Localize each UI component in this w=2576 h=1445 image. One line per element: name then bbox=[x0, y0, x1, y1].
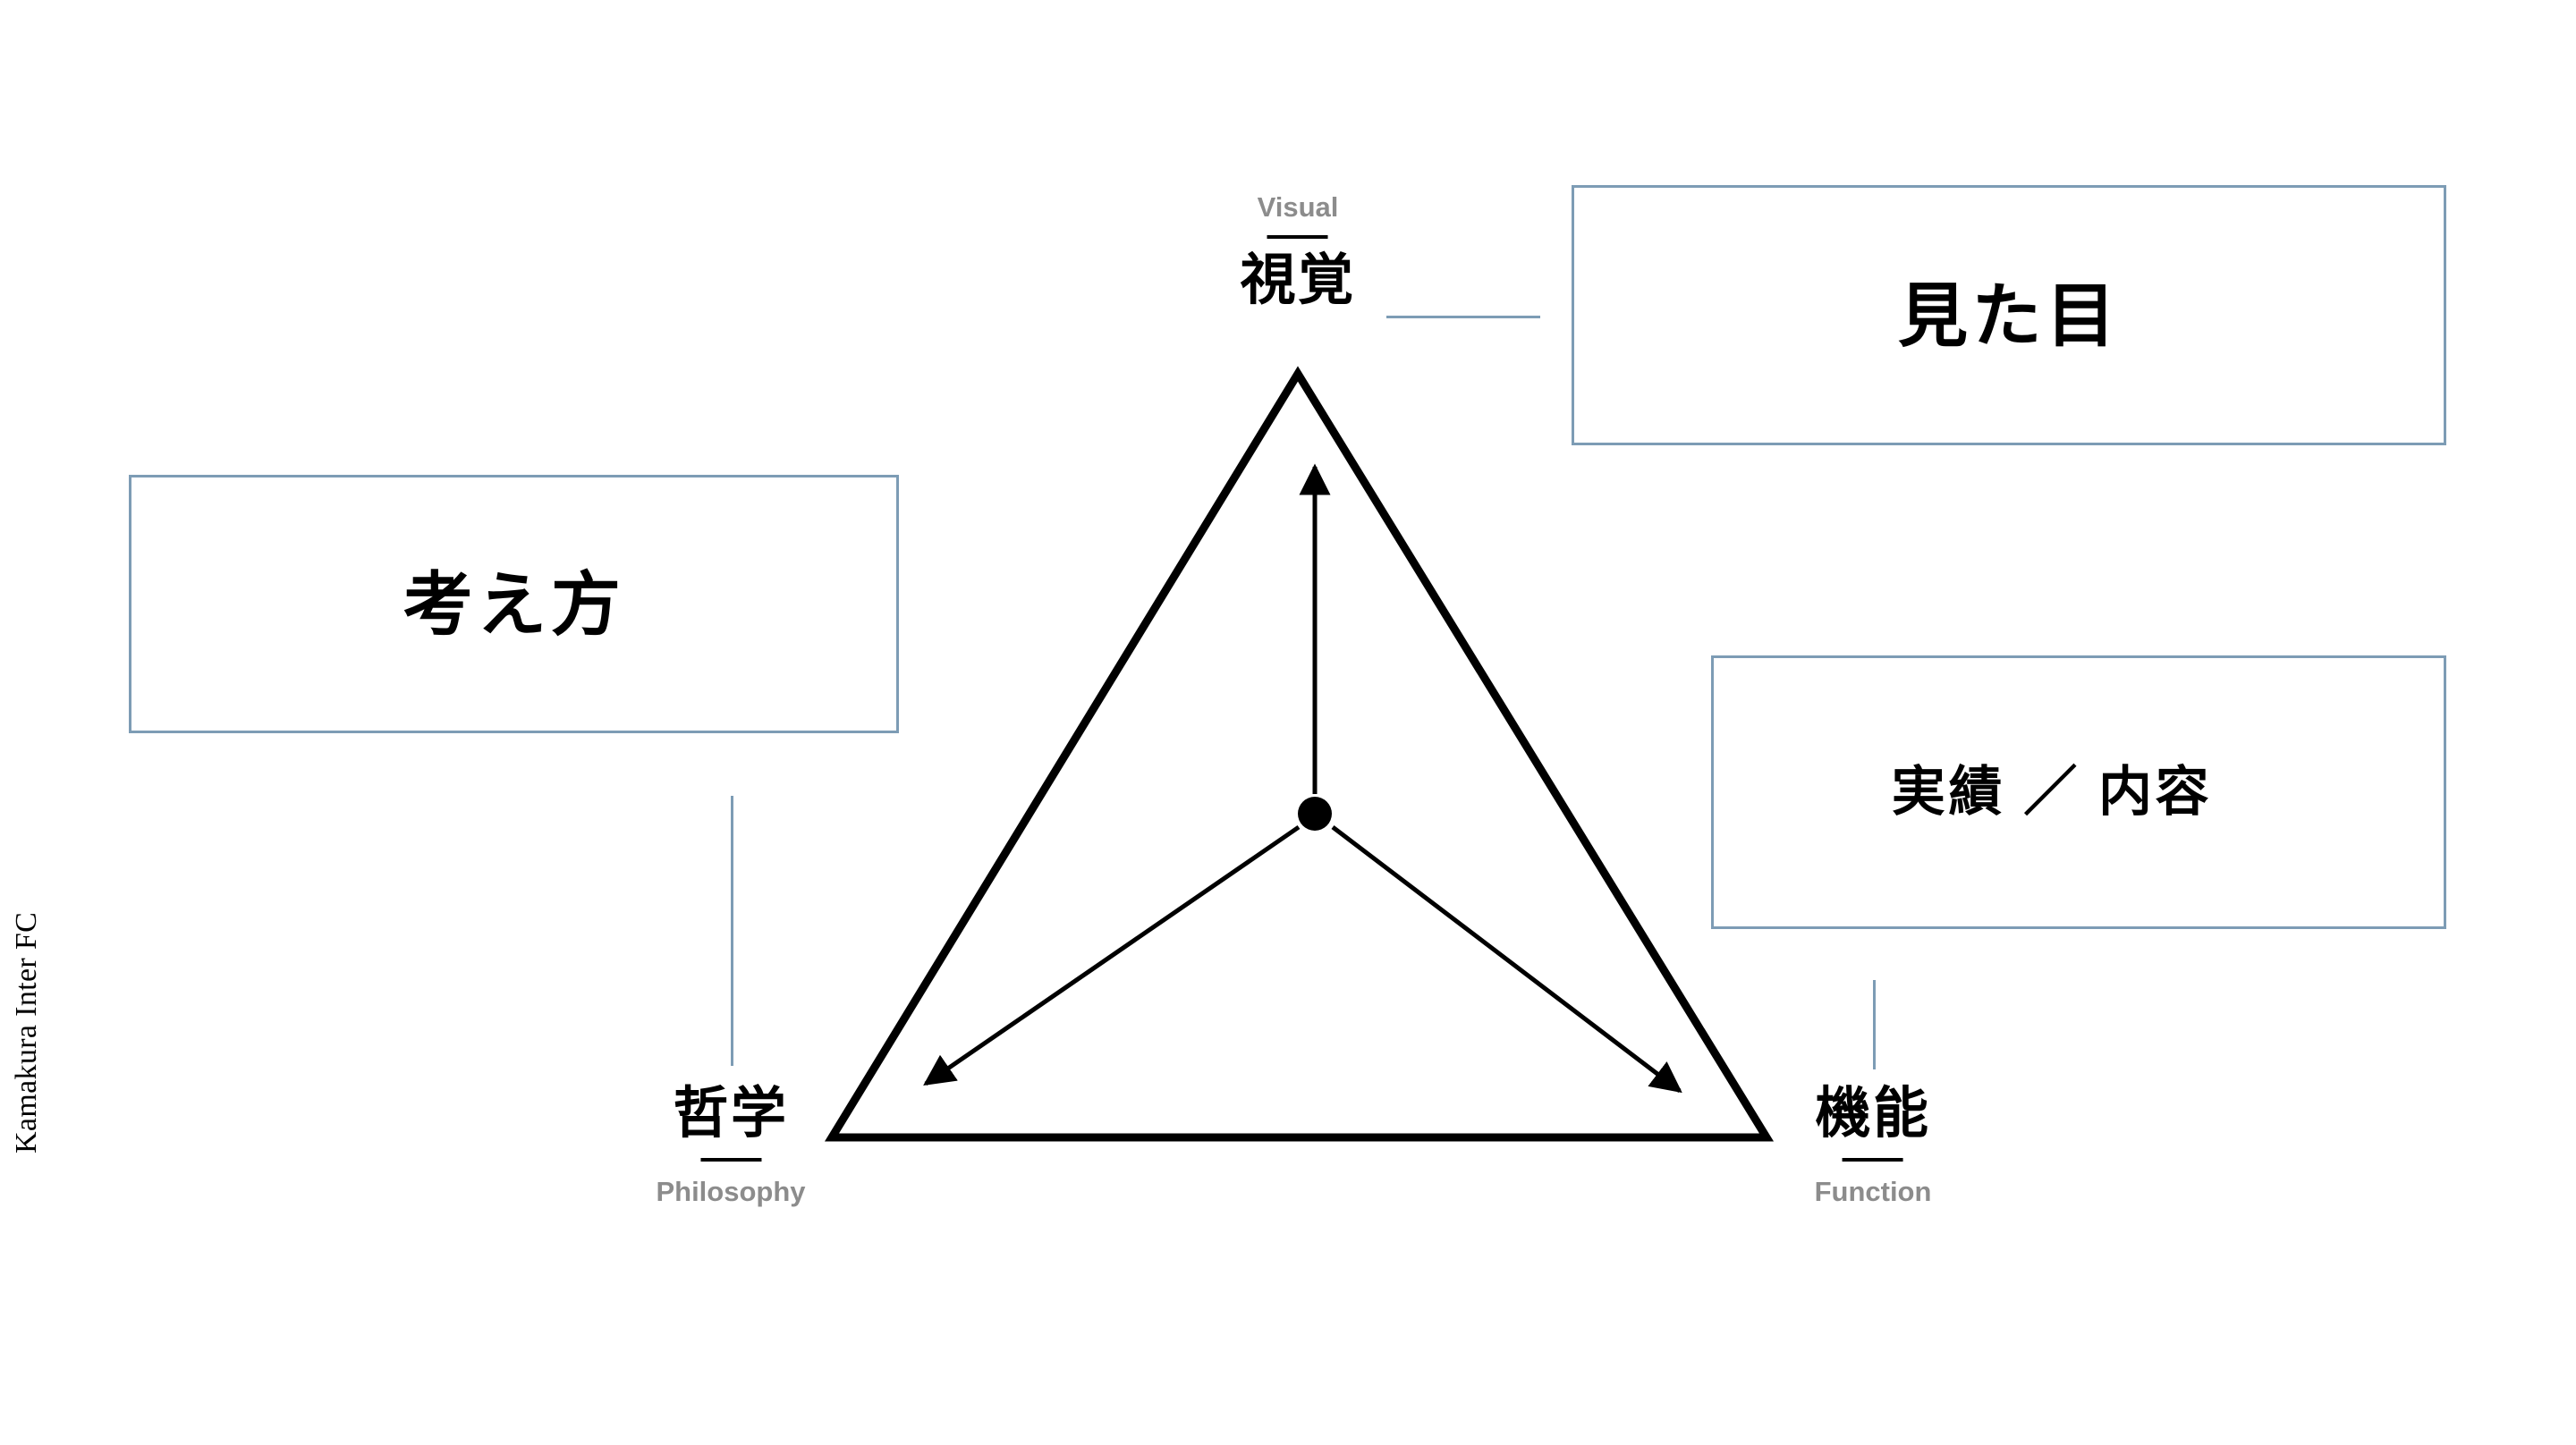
callout-label-visual: 見た目 bbox=[1897, 275, 2121, 355]
callout-box-visual: 見た目 bbox=[1572, 185, 2446, 445]
vertex-ja-function: 機能 bbox=[1815, 1083, 1931, 1145]
callout-label-philosophy: 考え方 bbox=[402, 564, 625, 644]
connector-line-visual bbox=[1386, 316, 1540, 318]
vertex-ja-visual: 視覚 bbox=[1240, 249, 1356, 311]
brand-name: Kamakura Inter FC bbox=[10, 911, 43, 1153]
vertex-divider-function bbox=[1842, 1158, 1903, 1162]
vertex-ja-philosophy: 哲学 bbox=[673, 1083, 789, 1145]
connector-line-philosophy bbox=[731, 796, 733, 1066]
vertex-label-function: 機能 Function bbox=[1814, 1083, 1932, 1207]
arrow-to-function bbox=[1331, 825, 1682, 1094]
triangle-outline bbox=[824, 366, 1775, 1142]
vertex-divider-philosophy bbox=[699, 1158, 761, 1162]
vertex-en-function: Function bbox=[1814, 1176, 1932, 1207]
callout-box-philosophy: 考え方 bbox=[129, 475, 899, 733]
callout-box-function: 実績 ／ 内容 bbox=[1711, 655, 2446, 929]
vertex-en-philosophy: Philosophy bbox=[656, 1176, 806, 1207]
brand-watermark: Kamakura Inter FC bbox=[0, 849, 54, 1153]
connector-line-function bbox=[1873, 980, 1876, 1069]
arrow-to-philosophy bbox=[923, 824, 1301, 1086]
vertex-label-philosophy: 哲学 Philosophy bbox=[656, 1083, 806, 1207]
callout-label-function: 実績 ／ 内容 bbox=[1891, 762, 2213, 822]
vertex-divider-visual bbox=[1267, 235, 1328, 239]
vertex-en-visual: Visual bbox=[1257, 191, 1339, 223]
vertex-label-visual: Visual 視覚 bbox=[1241, 193, 1356, 308]
center-node-dot bbox=[1298, 797, 1332, 831]
